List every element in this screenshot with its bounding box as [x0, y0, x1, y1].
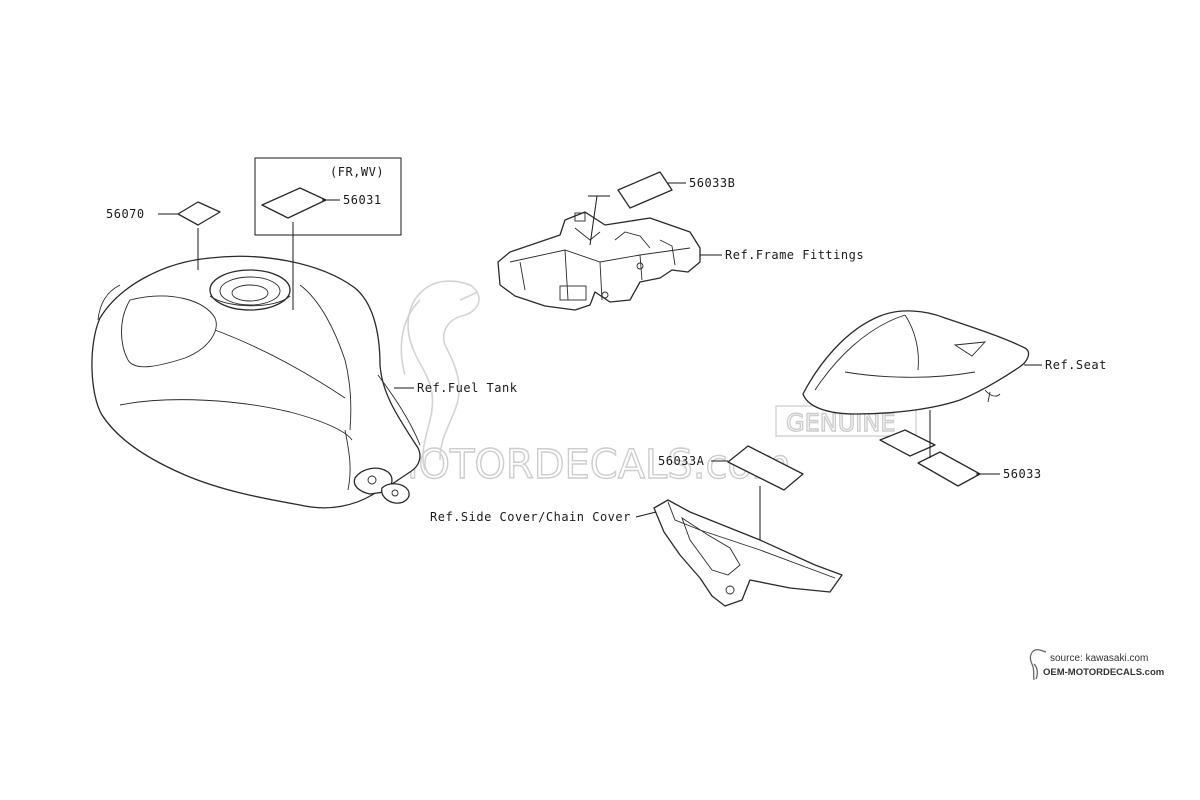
source-line-2: OEM-MOTORDECALS.com [1043, 667, 1164, 678]
label-56033A: 56033A [658, 454, 705, 468]
source-line-1: source: kawasaki.com [1050, 653, 1148, 664]
decal-56033-shape [879, 429, 981, 487]
label-seat: Ref.Seat [1045, 358, 1107, 372]
bird-logo-icon [1029, 649, 1047, 681]
source-credit: source: kawasaki.com OEM-MOTORDECALS.com [1029, 649, 1164, 681]
label-56070: 56070 [106, 207, 145, 221]
seat-part [802, 310, 1030, 415]
label-56033B: 56033B [689, 176, 735, 190]
label-56031: 56031 [343, 193, 382, 207]
label-fuel-tank: Ref.Fuel Tank [417, 381, 518, 395]
frame-fittings-part [497, 211, 701, 311]
side-cover-part [653, 499, 843, 607]
leader-lines [158, 182, 1042, 540]
watermark-bird-icon [400, 280, 480, 471]
decal-56070-shape [177, 201, 221, 226]
decal-56033A-shape [727, 445, 804, 491]
variant-label: (FR,WV) [330, 165, 384, 179]
callout-labels: 56070 56031 56033B Ref.Frame Fittings Re… [106, 176, 1107, 524]
label-56033: 56033 [1003, 467, 1042, 481]
label-side-cover: Ref.Side Cover/Chain Cover [430, 510, 631, 524]
decal-56031-shape [261, 187, 327, 219]
label-frame-fittings: Ref.Frame Fittings [725, 248, 864, 262]
decal-56033B-shape [617, 171, 673, 209]
variant-box: (FR,WV) [254, 157, 402, 236]
fuel-tank-part [91, 255, 421, 509]
